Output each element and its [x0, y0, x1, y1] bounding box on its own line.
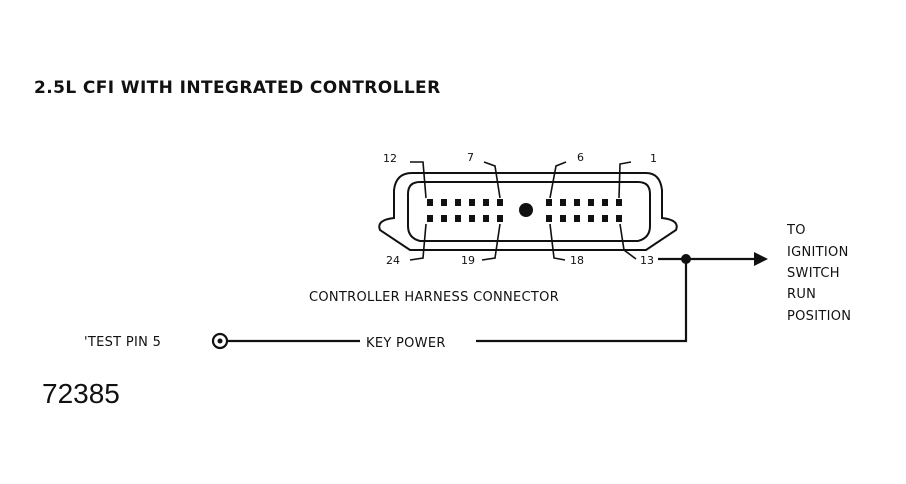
connector-pin — [455, 199, 461, 206]
connector-pin — [441, 215, 447, 222]
connector-pin — [574, 199, 580, 206]
connector-center-post — [519, 203, 533, 217]
diagram-title: 2.5L CFI WITH INTEGRATED CONTROLLER — [34, 78, 441, 98]
connector-pin-row-top — [427, 199, 622, 206]
connector-pin — [616, 215, 622, 222]
pin-leader-lines-bottom — [409, 223, 637, 261]
connector-pin — [469, 199, 475, 206]
connector-pin — [560, 215, 566, 222]
leader-pin-24 — [409, 223, 427, 261]
leader-pin-1 — [618, 161, 632, 199]
destination-line-1: TO — [786, 223, 806, 238]
connector-pin — [560, 199, 566, 206]
pin-number-13: 13 — [640, 254, 654, 267]
arrow-head-icon — [754, 252, 768, 266]
key-power-label: KEY POWER — [366, 336, 446, 351]
connector-pin — [602, 215, 608, 222]
pin-number-18: 18 — [570, 254, 584, 267]
connector-pin — [497, 215, 503, 222]
pin-number-24: 24 — [386, 254, 400, 267]
connector-pin — [441, 199, 447, 206]
destination-line-3: SWITCH — [787, 266, 840, 281]
connector-label: CONTROLLER HARNESS CONNECTOR — [309, 290, 559, 305]
destination-line-2: IGNITION — [787, 245, 849, 260]
pin-leader-lines-top — [410, 161, 632, 199]
connector-pin — [588, 199, 594, 206]
connector-pin — [427, 215, 433, 222]
test-pin-label: 'TEST PIN 5 — [84, 335, 161, 350]
connector-pin — [427, 199, 433, 206]
connector-pin-row-bottom — [427, 215, 622, 222]
leader-pin-6 — [549, 161, 567, 199]
test-pin-terminal-center — [217, 338, 223, 344]
leader-pin-12 — [410, 161, 427, 199]
connector-outer-shell — [378, 172, 678, 251]
destination-line-5: POSITION — [787, 309, 851, 324]
pin-number-7: 7 — [467, 151, 474, 164]
pin-number-12: 12 — [383, 152, 397, 165]
connector-pin — [483, 215, 489, 222]
connector-pin — [616, 199, 622, 206]
connector-pin — [497, 199, 503, 206]
connector-pin — [483, 199, 489, 206]
pin-number-19: 19 — [461, 254, 475, 267]
pin-number-6: 6 — [577, 151, 584, 164]
connector-pin — [602, 199, 608, 206]
leader-pin-18 — [549, 223, 566, 261]
wire-key-power — [476, 259, 688, 343]
pin-number-1: 1 — [650, 152, 657, 165]
connector-pin — [588, 215, 594, 222]
connector-pin — [469, 215, 475, 222]
destination-line-4: RUN — [787, 287, 816, 302]
connector-pin — [546, 215, 552, 222]
leader-pin-13 — [619, 223, 637, 260]
leader-pin-19 — [481, 223, 501, 261]
leader-pin-7 — [483, 161, 501, 199]
connector-pin — [546, 199, 552, 206]
connector-pin — [455, 215, 461, 222]
figure-number: 72385 — [42, 378, 120, 409]
connector-inner-shell — [407, 181, 651, 242]
connector-pin — [574, 215, 580, 222]
